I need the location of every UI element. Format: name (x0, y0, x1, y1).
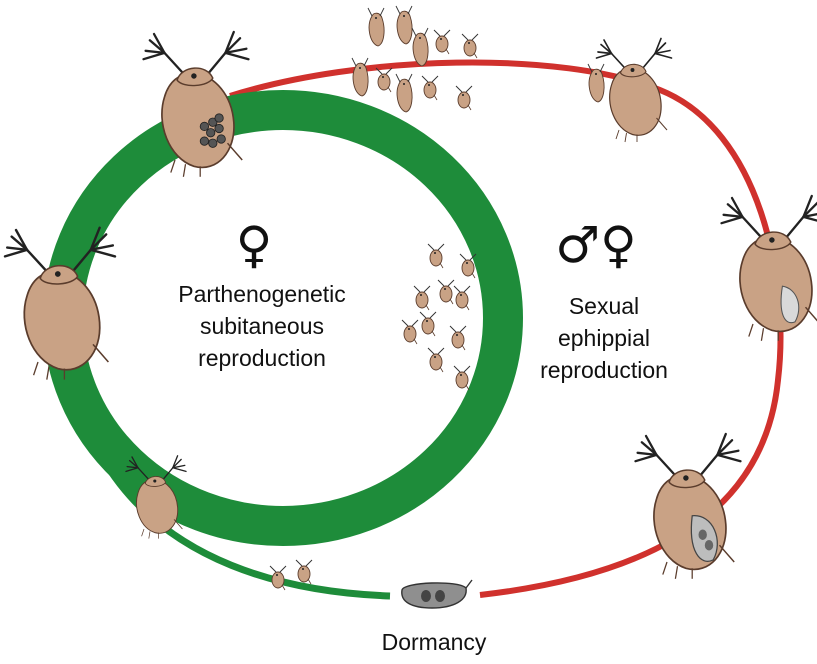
daphnia-adult-right (722, 196, 817, 341)
sexual-label-line-3: reproduction (540, 357, 668, 383)
daphnia-juvenile-bottom-1 (270, 566, 286, 590)
daphnia-juvenile-bottom-2 (296, 560, 312, 584)
ephippium-dormant (402, 580, 472, 608)
asexual-label-line-3: reproduction (198, 345, 326, 371)
daphnia-juvenile-cluster (402, 244, 476, 390)
sexual-label: Sexual ephippial reproduction (540, 293, 668, 383)
dormancy-label: Dormancy (382, 629, 487, 655)
daphnia-adult-ephippium (636, 434, 741, 579)
asexual-label: Parthenogenetic subitaneous reproduction (178, 281, 346, 371)
sexual-label-line-1: Sexual (569, 293, 639, 319)
male-female-symbols: ♂♀ (555, 216, 636, 274)
daphnia-male-top-right (588, 64, 604, 102)
female-symbol-left: ♀ (236, 216, 273, 274)
asexual-label-line-1: Parthenogenetic (178, 281, 346, 307)
sexual-label-line-2: ephippial (558, 325, 650, 351)
daphnia-male-group-top (352, 6, 478, 112)
asexual-label-line-2: subitaneous (200, 313, 324, 339)
